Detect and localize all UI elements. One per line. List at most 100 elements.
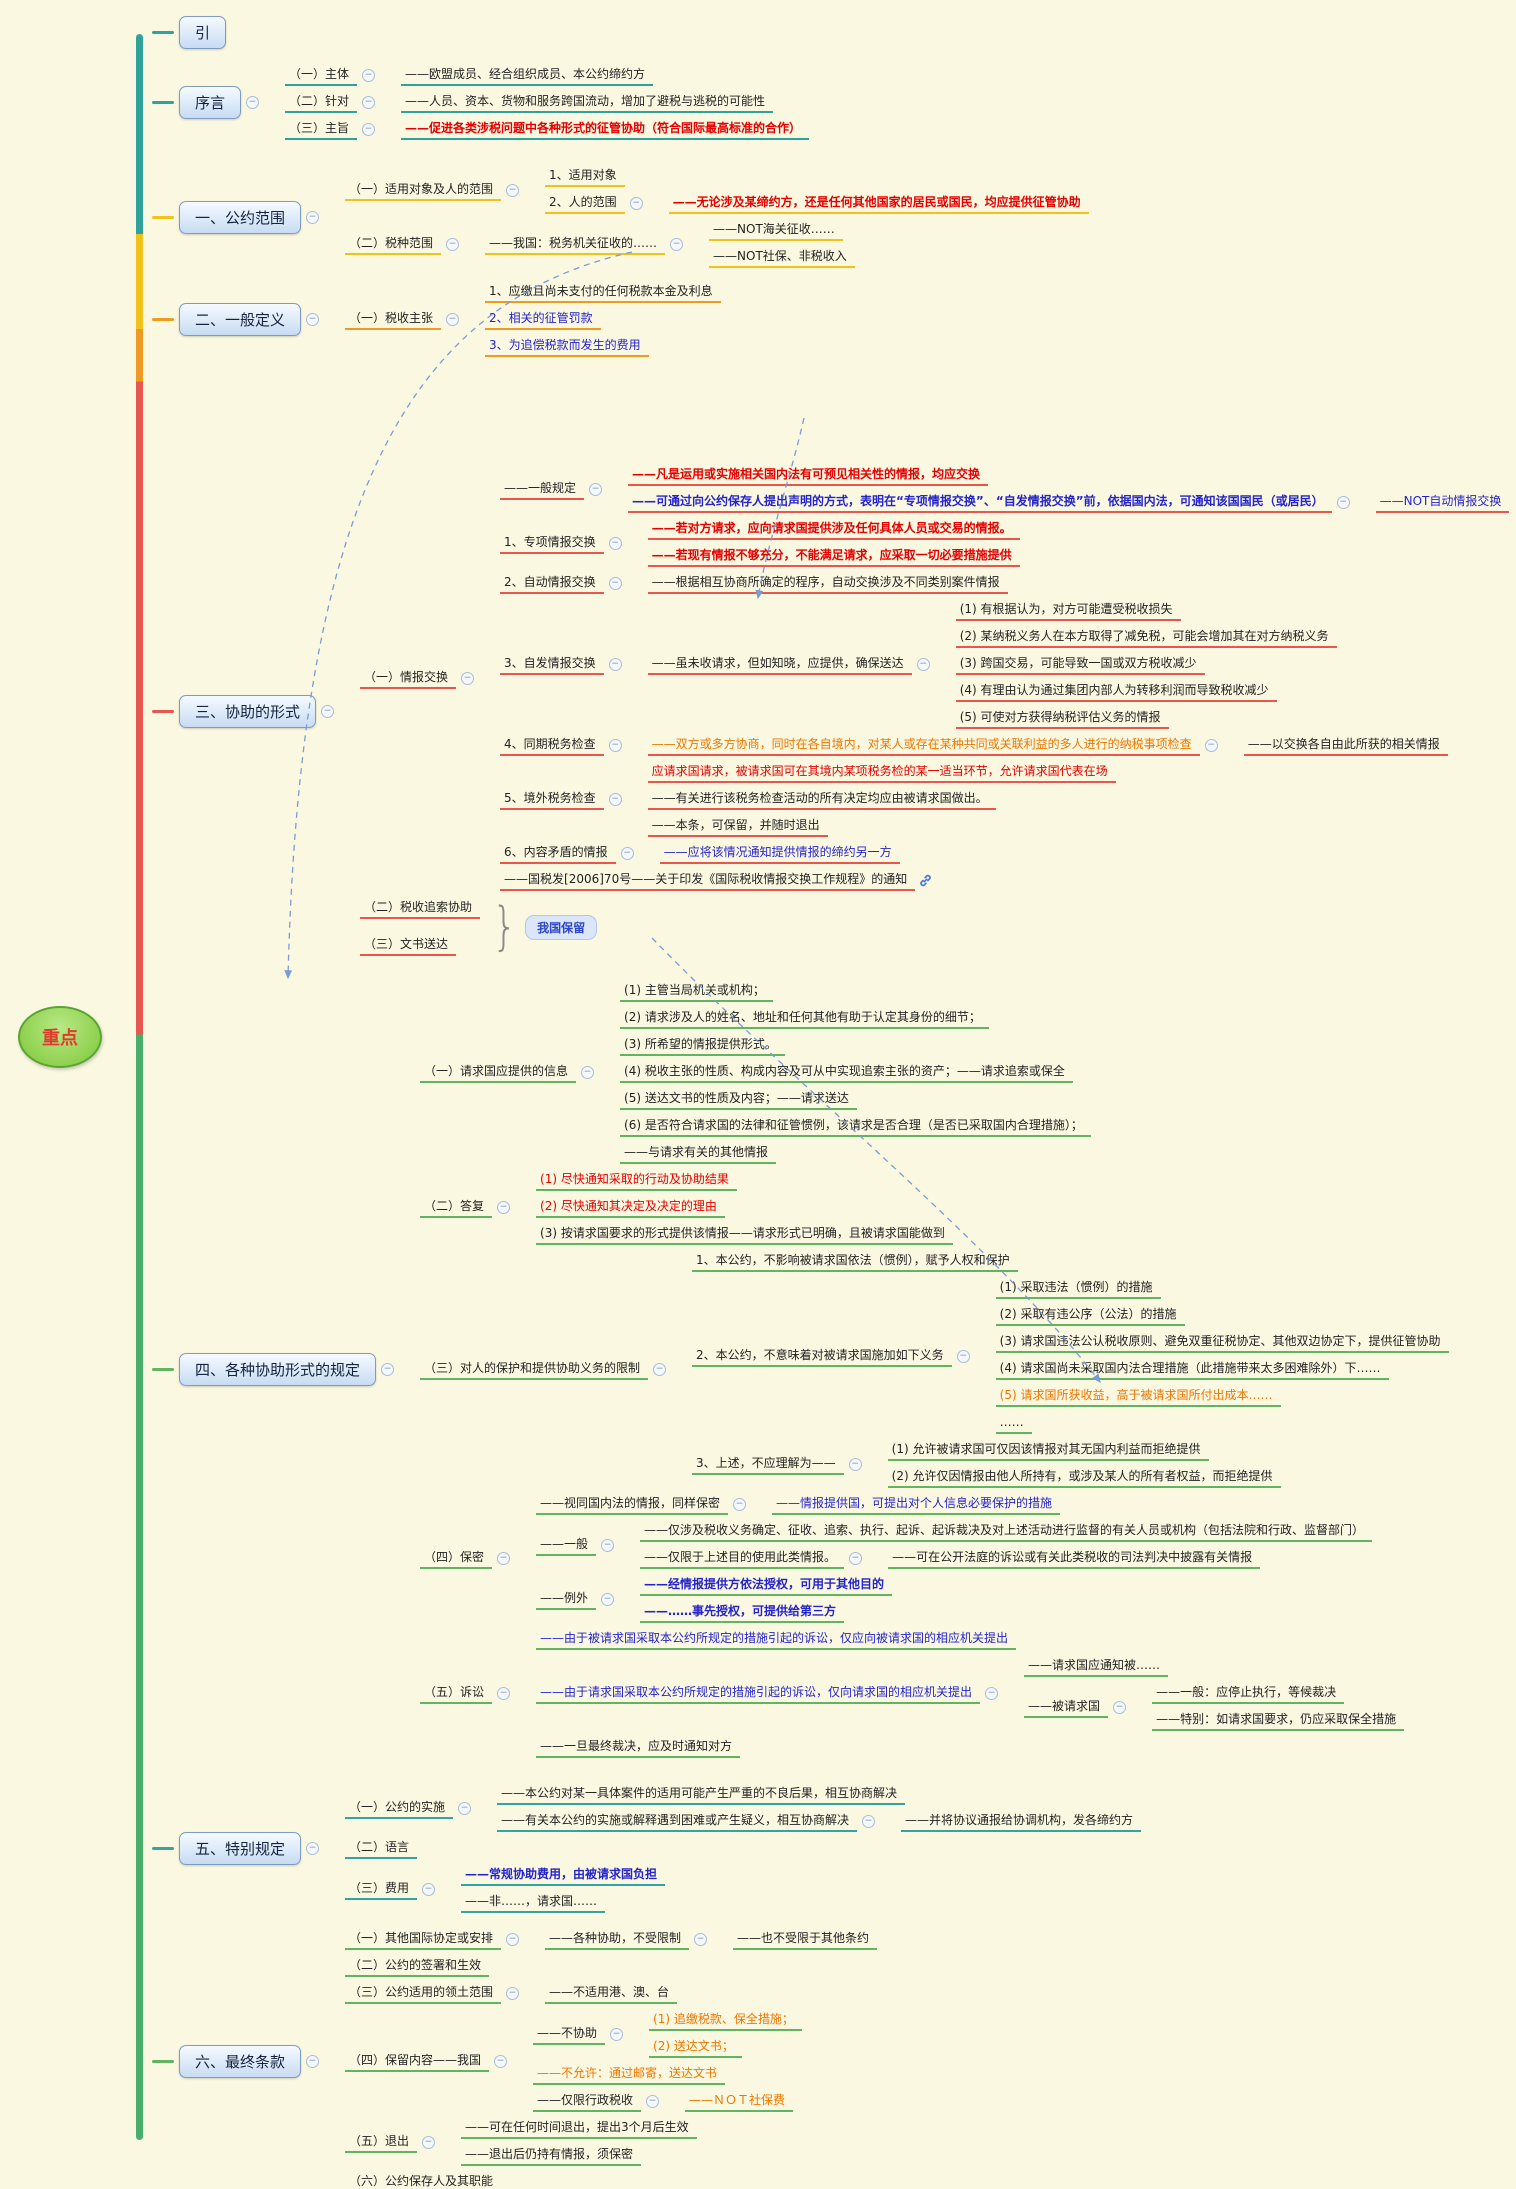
collapse-icon[interactable]: − xyxy=(849,1552,863,1565)
collapse-icon[interactable]: − xyxy=(608,536,622,550)
node-label: (1) 主管当局机关或机构； xyxy=(620,981,773,1002)
collapse-icon[interactable]: − xyxy=(610,2027,624,2041)
collapse-icon[interactable]: − xyxy=(733,1498,747,1511)
collapse-icon[interactable]: − xyxy=(362,96,376,109)
node-label-wrap: (4) 税收主张的性质、构成内容及可从中实现追索主张的资产；——请求追索或保全 xyxy=(620,1062,1073,1083)
collapse-icon[interactable]: − xyxy=(506,1933,520,1946)
collapse-icon[interactable]: − xyxy=(494,2054,508,2068)
collapse-icon[interactable]: − xyxy=(422,2135,436,2149)
node-label: (3) 按请求国要求的形式提供该情报——请求形式已明确，且被请求国能做到 xyxy=(536,1224,953,1245)
collapse-icon[interactable]: − xyxy=(306,210,320,224)
collapse-icon[interactable]: − xyxy=(1204,739,1218,752)
collapse-icon[interactable]: − xyxy=(381,1363,395,1376)
node-label: ——被请求国 xyxy=(1024,1697,1109,1718)
collapse-icon[interactable]: − xyxy=(497,1552,511,1565)
node-label: (6) 是否符合请求国的法律和征管惯例，该请求是否合理（是否已采取国内合理措施）… xyxy=(620,1116,1091,1137)
collapse-icon[interactable]: − xyxy=(620,847,634,860)
collapse-icon[interactable]: − xyxy=(916,658,930,671)
node-label: ——……事先授权，可提供给第三方 xyxy=(640,1602,845,1623)
collapse-icon[interactable]: − xyxy=(601,1538,615,1552)
node-label: （二）公约的签署和生效 xyxy=(345,1956,490,1977)
collapse-icon[interactable]: − xyxy=(956,1349,970,1363)
collapse-icon[interactable]: − xyxy=(497,1201,511,1214)
collapse-icon[interactable]: − xyxy=(446,237,460,251)
collapse-icon[interactable]: − xyxy=(1336,496,1350,509)
map-node-row: 3、为追偿税款而发生的费用 xyxy=(485,336,721,357)
node-label-wrap: （二）答复− xyxy=(420,1197,511,1218)
collapse-icon[interactable]: − xyxy=(461,671,475,685)
map-node-row: ——……事先授权，可提供给第三方 xyxy=(640,1602,892,1623)
node-label: （一）税收主张 xyxy=(345,309,442,330)
collapse-icon[interactable]: − xyxy=(589,482,603,496)
node-label: 1、应缴且尚未支付的任何税款本金及利息 xyxy=(485,282,721,303)
collapse-icon[interactable]: − xyxy=(321,704,335,718)
node-label: 2、相关的征管罚款 xyxy=(485,309,601,330)
node-children: ——虽未收请求，但如知晓，应提供，确保送达−(1) 有根据认为，对方可能遭受税收… xyxy=(622,600,1337,729)
node-label-wrap: （一）税收主张− xyxy=(345,309,460,330)
map-node-row: ——各种协助，不受限制−——也不受限于其他条约 xyxy=(545,1929,878,1950)
collapse-icon[interactable]: − xyxy=(306,1842,320,1855)
hyperlink-icon[interactable] xyxy=(919,874,932,887)
collapse-icon[interactable]: − xyxy=(446,313,460,326)
collapse-icon[interactable]: − xyxy=(646,2095,660,2108)
map-node-row: 3、自发情报交换−——虽未收请求，但如知晓，应提供，确保送达−(1) 有根据认为… xyxy=(500,600,1509,729)
node-label-wrap: ——若现有情报不够充分，不能满足请求，应采取一切必要措施提供 xyxy=(647,546,1020,567)
root-topic: 重点 xyxy=(18,1006,102,1068)
topic-node: 六、最终条款 xyxy=(179,2044,302,2078)
collapse-icon[interactable]: − xyxy=(608,793,622,806)
map-node-row: ——仅限行政税收−——ＮＯＴ社保费 xyxy=(533,2091,802,2112)
node-label: （一）适用对象及人的范围 xyxy=(345,180,502,201)
node-label-wrap: ——本条，可保留，并随时退出 xyxy=(647,816,828,837)
node-label: (5) 送达文书的性质及内容；——请求送达 xyxy=(620,1089,857,1110)
map-node-row: （一）主体−——欧盟成员、经合组织成员、本公约缔约方 xyxy=(285,65,809,86)
collapse-icon[interactable]: − xyxy=(362,69,376,82)
node-label-wrap: ——欧盟成员、经合组织成员、本公约缔约方 xyxy=(401,65,654,86)
node-label-wrap: (2) 允许仅因情报由他人所持有，或涉及某人的所有者权益，而拒绝提供 xyxy=(887,1467,1281,1488)
map-node-row: （一）情报交换−——一般规定−——凡是运用或实施相关国内法有可预见相关性的情报，… xyxy=(360,465,1510,891)
node-label: ——可在任何时间退出，提出3个月后生效 xyxy=(461,2118,697,2139)
collapse-icon[interactable]: − xyxy=(1113,1700,1127,1714)
collapse-icon[interactable]: − xyxy=(497,1687,511,1700)
collapse-icon[interactable]: − xyxy=(506,183,520,197)
node-label-wrap: （一）请求国应提供的信息− xyxy=(420,1062,595,1083)
topic-node: 引 xyxy=(179,16,227,49)
topic-node: 二、一般定义 xyxy=(179,303,302,336)
collapse-icon[interactable]: − xyxy=(601,1592,615,1606)
collapse-icon[interactable]: − xyxy=(653,1363,667,1376)
collapse-icon[interactable]: − xyxy=(862,1815,876,1828)
collapse-icon[interactable]: − xyxy=(422,1882,436,1896)
collapse-icon[interactable]: − xyxy=(629,197,643,210)
topic-node: 一、公约范围 xyxy=(179,200,302,234)
brace-decoration: } xyxy=(492,897,517,957)
node-label: （三）文书送达 xyxy=(360,935,457,956)
collapse-icon[interactable]: − xyxy=(670,237,684,251)
collapse-icon[interactable]: − xyxy=(608,739,622,752)
node-label-wrap: （二）税种范围− xyxy=(345,234,460,255)
collapse-icon[interactable]: − xyxy=(246,96,260,109)
node-label-wrap: 四、各种协助形式的规定− xyxy=(152,1353,395,1386)
node-label: ——可通过向公约保存人提出声明的方式，表明在“专项情报交换”、“自发情报交换”前… xyxy=(628,492,1332,513)
collapse-icon[interactable]: − xyxy=(306,313,320,326)
collapse-icon[interactable]: − xyxy=(608,658,622,671)
map-node-row: ——虽未收请求，但如知晓，应提供，确保送达−(1) 有根据认为，对方可能遭受税收… xyxy=(647,600,1337,729)
node-label-wrap: 4、同期税务检查− xyxy=(500,735,622,756)
collapse-icon[interactable]: − xyxy=(608,577,622,590)
map-node-row: 2、人的范围−——无论涉及某缔约方，还是任何其他国家的居民或国民，均应提供征管协… xyxy=(545,193,1089,214)
node-label: 应请求国请求，被请求国可在其境内某项税务检的某一适当环节，允许请求国代表在场 xyxy=(647,762,1116,783)
collapse-icon[interactable]: − xyxy=(985,1687,999,1700)
collapse-icon[interactable]: − xyxy=(694,1933,708,1946)
collapse-icon[interactable]: − xyxy=(506,1987,520,2000)
node-label: ——一般规定 xyxy=(500,479,585,500)
collapse-icon[interactable]: − xyxy=(848,1457,862,1471)
node-label-wrap: (1) 追缴税款、保全措施； xyxy=(649,2010,802,2031)
collapse-icon[interactable]: − xyxy=(458,1801,472,1815)
map-node-row: 1、专项情报交换−——若对方请求，应向请求国提供涉及任何具体人员或交易的情报。—… xyxy=(500,519,1509,567)
node-label: ——视同国内法的情报，同样保密 xyxy=(536,1494,729,1515)
collapse-icon[interactable]: − xyxy=(306,2054,320,2068)
node-label: ——国税发[2006]70号——关于印发《国际税收情报交换工作规程》的通知 xyxy=(500,870,916,891)
collapse-icon[interactable]: − xyxy=(362,123,376,136)
map-node-row: ——我国：税务机关征收的……−——NOT海关征收……——NOT社保、非税收入 xyxy=(485,220,855,268)
map-node-row: (2) 尽快通知其决定及决定的理由 xyxy=(536,1197,953,1218)
collapse-icon[interactable]: − xyxy=(581,1066,595,1079)
